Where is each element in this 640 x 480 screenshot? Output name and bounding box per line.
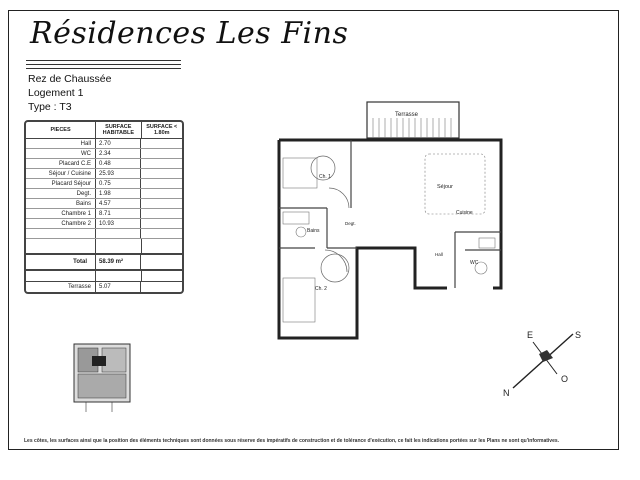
room-name: Chambre 2 [26,219,96,228]
degt-label: Degt. [345,221,356,226]
compass-o: O [561,374,568,384]
door-swings [310,155,350,283]
room-name: Hall [26,139,96,148]
furniture [282,153,496,323]
room-area: 8.71 [96,209,141,218]
total-row: Total 58.39 m² [26,255,182,271]
header-pieces: PIECES [26,122,97,138]
room-name: WC [26,149,96,158]
room-name: Séjour / Cuisine [26,169,96,178]
room-name: Degt. [26,189,96,198]
room-area: 0.48 [96,159,141,168]
table-header: PIECES SURFACE HABITABLE SURFACE < 1.80m [26,122,182,139]
room-area-low [141,189,182,198]
title-rule-2 [26,64,181,65]
outer-walls [277,138,503,340]
unit-label: Logement 1 [28,87,84,99]
room-area-low [141,139,182,148]
total-value: 58.39 m² [96,255,141,269]
surface-table: PIECES SURFACE HABITABLE SURFACE < 1.80m… [24,120,184,294]
room-area: 2.34 [96,149,141,158]
header-surface-low: SURFACE < 1.80m [146,124,178,136]
terrace-label-plan: Terrasse [395,112,419,118]
terrace-area: Terrasse [366,101,460,139]
ch2-label: Ch. 2 [315,286,327,292]
room-area-low [141,199,182,208]
room-area: 1.98 [96,189,141,198]
building-location-thumbnail [73,343,131,412]
terrace-label: Terrasse [26,282,96,292]
title-rule-3 [26,68,181,69]
table-row: Degt.1.98 [26,189,182,199]
terrace-row: Terrasse 5.07 [26,282,182,292]
room-area-low [141,219,182,228]
type-label: Type : T3 [28,101,72,113]
inner-walls [279,140,501,288]
room-area-low [141,149,182,158]
room-area: 10.93 [96,219,141,228]
room-area-low [141,209,182,218]
room-area-low [141,179,182,188]
room-area: 4.57 [96,199,141,208]
room-name: Chambre 1 [26,209,96,218]
title-rule-1 [26,60,181,61]
room-area: 0.75 [96,179,141,188]
compass-rose-icon: E S O N [503,330,581,398]
compass-s: S [575,330,581,340]
sejour-label: Séjour [437,184,453,190]
wc-label: WC [470,260,479,266]
floor-plan: Terrasse Séjour Cuisine Ch. 1 Ch. 2 Bain… [277,101,503,340]
room-area: 2.70 [96,139,141,148]
room-name: Placard C.E [26,159,96,168]
room-area: 25.93 [96,169,141,178]
terrace-value: 5.07 [96,282,141,292]
ch1-label: Ch. 1 [319,174,331,180]
room-area-low [141,169,182,178]
room-area-low [141,159,182,168]
level-label: Rez de Chaussée [28,73,112,85]
header-surface-habitable: SURFACE HABITABLE [96,122,142,138]
room-name: Placard Séjour [26,179,96,188]
cuisine-label: Cuisine [456,210,473,216]
bains-label: Bains [307,228,320,234]
page-title: Résidences Les Fins [30,16,349,51]
hall-label: Hall [435,252,443,257]
disclaimer-footer: Les côtes, les surfaces ainsi que la pos… [24,438,560,444]
compass-e: E [527,330,533,340]
total-label: Total [26,255,96,269]
room-name: Bains [26,199,96,208]
compass-n: N [503,388,510,398]
